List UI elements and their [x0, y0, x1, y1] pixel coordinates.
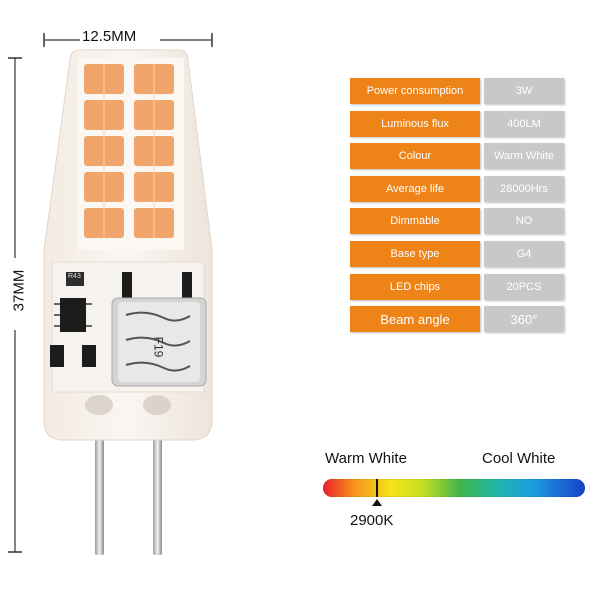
spec-value: 3W [484, 78, 564, 104]
pcb-marking: R43 [68, 273, 81, 280]
spec-row-beam-angle: Beam angle 360° [350, 306, 564, 333]
spec-value: 20PCS [484, 273, 564, 300]
spec-value: Warm White [484, 143, 564, 170]
marker-triangle-icon [372, 499, 382, 506]
spec-label: Luminous flux [350, 110, 480, 137]
spec-value: G4 [484, 240, 564, 267]
color-temperature-bar [323, 479, 585, 497]
spec-label: Beam angle [350, 306, 480, 333]
spec-label: Dimmable [350, 208, 480, 235]
spec-label: Average life [350, 175, 480, 202]
spec-value: 400LM [484, 110, 564, 137]
pcb-cap-1 [50, 345, 64, 367]
spec-row-power: Power consumption 3W [350, 78, 564, 104]
bulb-component [111, 272, 207, 387]
spec-row-average-life: Average life 28000Hrs [350, 175, 564, 202]
spec-row-dimmable: Dimmable NO [350, 208, 564, 235]
color-temperature-value: 2900K [350, 512, 394, 529]
warm-white-label: Warm White [325, 450, 407, 467]
color-temperature-marker [376, 479, 378, 497]
specs-table: Power consumption 3W Luminous flux 400LM… [350, 78, 564, 339]
pcb-ic-chip [54, 298, 92, 332]
spec-label: Power consumption [350, 78, 480, 104]
pcb-cap-2 [82, 345, 96, 367]
spec-value: NO [484, 208, 564, 235]
spec-row-colour: Colour Warm White [350, 143, 564, 170]
width-dimension-line [43, 33, 213, 47]
spec-row-led-chips: LED chips 20PCS [350, 273, 564, 300]
pcb-small-chip [66, 272, 84, 286]
spec-value: 28000Hrs [484, 175, 564, 202]
cool-white-label: Cool White [482, 450, 556, 467]
spec-label: Base type [350, 240, 480, 267]
height-dimension-label: 37MM [10, 269, 28, 312]
spec-value: 360° [484, 306, 564, 333]
width-dimension-label: 12.5MM [82, 28, 137, 45]
spec-row-base-type: Base type G4 [350, 240, 564, 267]
spec-label: Colour [350, 143, 480, 170]
height-dimension-line [8, 57, 22, 553]
component-marking: F19 [151, 336, 166, 358]
spec-row-luminous-flux: Luminous flux 400LM [350, 110, 564, 137]
spec-label: LED chips [350, 273, 480, 300]
